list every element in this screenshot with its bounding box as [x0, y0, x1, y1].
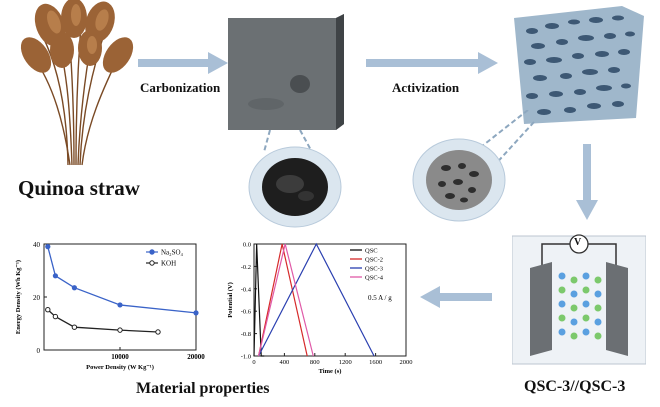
y-tick-label: -0.6: [241, 309, 252, 316]
x-tick-label: 400: [280, 359, 290, 366]
carbonization-label: Carbonization: [140, 80, 221, 95]
x-axis-label: Time (s): [319, 368, 342, 375]
x-axis-label: Power Density (W Kg⁻¹): [86, 364, 154, 371]
series-line-0: [47, 246, 197, 314]
series-line-2: [258, 242, 375, 357]
y-axis-label: Energy Density (Wh Kg⁻¹): [15, 260, 22, 334]
legend-label: Na₂SO₄: [161, 249, 184, 257]
porous-carbon-image: [514, 6, 644, 124]
data-point: [71, 285, 77, 291]
zoom-line-left-a: [260, 129, 340, 160]
current-density-annotation: 0.5 A / g: [368, 294, 392, 302]
data-point: [117, 327, 123, 333]
arrow-left-icon: [420, 286, 492, 308]
material-properties-label: Material properties: [136, 380, 270, 397]
legend-label: QSC: [365, 248, 378, 255]
x-tick-label: 2000: [400, 359, 413, 366]
x-tick-label: 1200: [339, 359, 352, 366]
legend-marker: [149, 249, 155, 255]
x-tick-label: 10000: [111, 353, 129, 361]
device-label: QSC-3//QSC-3: [524, 378, 626, 395]
data-point: [155, 329, 161, 335]
data-point: [45, 244, 51, 250]
sem-porous-circle: [412, 138, 506, 222]
y-tick-label: 0.0: [243, 242, 251, 249]
x-tick-label: 1600: [369, 359, 382, 366]
series-line-0: [253, 243, 265, 357]
arrow-right-icon: [138, 52, 228, 74]
quinoa-straw-label: Quinoa straw: [18, 176, 140, 200]
data-point: [52, 273, 59, 279]
x-tick-label: 800: [310, 359, 320, 366]
data-point: [52, 313, 59, 320]
y-tick-label: 20: [33, 294, 41, 302]
series-line-1: [47, 309, 159, 333]
x-tick-label: 20000: [187, 353, 205, 361]
data-point: [45, 307, 51, 313]
quinoa-straw-image: [12, 0, 137, 170]
legend-label: QSC-2: [365, 257, 383, 264]
y-tick-label: -0.4: [241, 286, 252, 293]
x-tick-label: 0: [252, 359, 255, 366]
voltmeter-label: V: [574, 237, 582, 248]
y-axis-label: Potential (V): [227, 282, 234, 318]
y-tick-label: -0.2: [241, 264, 251, 271]
arrow-down-icon: [576, 144, 598, 220]
y-tick-label: -0.8: [241, 331, 251, 338]
carbon-block-image: [228, 14, 344, 130]
supercapacitor-device: V: [511, 226, 647, 366]
legend-marker: [149, 260, 155, 266]
y-tick-label: 0: [37, 347, 41, 355]
legend-label: KOH: [161, 260, 176, 268]
legend-label: QSC-4: [365, 275, 384, 282]
plot-frame: [253, 243, 407, 357]
data-point: [71, 324, 78, 330]
sem-carbon-circle: [248, 146, 342, 228]
data-point: [193, 310, 199, 316]
series-line-1: [257, 243, 308, 357]
activization-label: Activization: [392, 80, 460, 95]
data-point: [117, 302, 123, 308]
y-tick-label: 40: [33, 241, 41, 249]
legend-label: QSC-3: [365, 266, 383, 273]
y-tick-label: -1.0: [241, 354, 251, 361]
arrow-right-icon-2: [366, 52, 498, 74]
series-line-3: [257, 243, 314, 357]
